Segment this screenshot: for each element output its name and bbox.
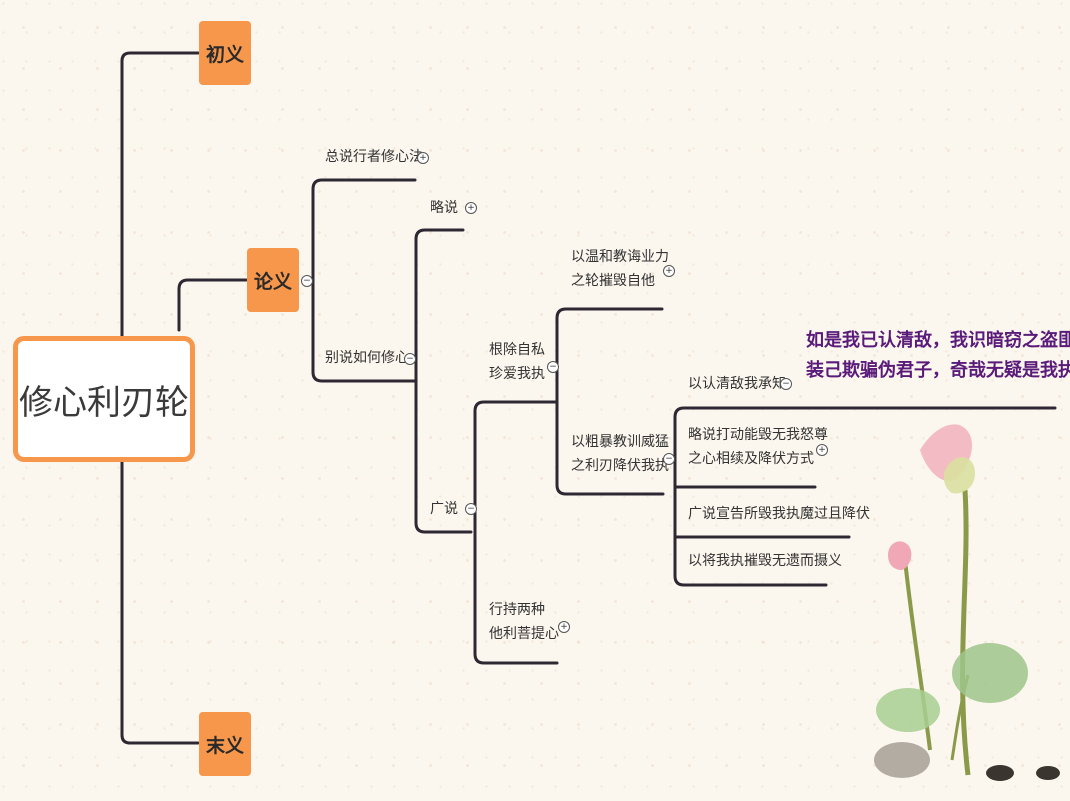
node-guangshuo-xuangao[interactable]: 广说宣告所毁我执魔过且降伏 bbox=[688, 502, 870, 526]
node-genchu-line1: 根除自私 bbox=[489, 342, 545, 358]
node-lueshuo-label: 略说 bbox=[430, 200, 458, 216]
quote-verse: 如是我已认清敌，我识暗窃之盗匪， 装己欺骗伪君子，奇哉无疑是我执。 bbox=[806, 326, 1070, 386]
branch-chuyi[interactable]: 初义 bbox=[199, 21, 251, 85]
node-xingchi-line1: 行持两种 bbox=[489, 602, 545, 618]
branch-chuyi-label: 初义 bbox=[205, 43, 244, 66]
collapse-icon[interactable]: − bbox=[547, 361, 559, 373]
node-yiwenhe-line1: 以温和教诲业力 bbox=[571, 249, 669, 265]
collapse-icon[interactable]: − bbox=[404, 353, 416, 365]
lotus-leaf-icon bbox=[876, 688, 940, 732]
collapse-icon[interactable]: − bbox=[663, 453, 675, 465]
expand-icon[interactable]: + bbox=[816, 444, 828, 456]
node-xingchi[interactable]: 行持两种 他利菩提心 bbox=[489, 598, 559, 646]
node-genchu-line2: 珍爱我执 bbox=[489, 366, 545, 382]
node-yijiang-label: 以将我执摧毁无遗而摄义 bbox=[688, 553, 842, 569]
branch-lunyi-label: 论义 bbox=[253, 270, 292, 293]
branch-moyi-label: 末义 bbox=[205, 734, 244, 757]
node-lueshuo[interactable]: 略说 bbox=[430, 196, 458, 220]
branch-lunyi[interactable]: 论义 bbox=[247, 248, 299, 312]
node-guangshuo-label: 广说 bbox=[430, 501, 458, 517]
node-xingchi-line2: 他利菩提心 bbox=[489, 626, 559, 642]
node-bieshuo-label: 别说如何修心 bbox=[325, 350, 409, 366]
lotus-seed-icon bbox=[1036, 766, 1060, 780]
branch-moyi[interactable]: 末义 bbox=[199, 712, 251, 776]
node-yiwenhe[interactable]: 以温和教诲业力 之轮摧毁自他 bbox=[571, 245, 669, 293]
lotus-seedpod-icon bbox=[874, 742, 930, 778]
node-yirenqing-label: 以认清敌我承知 bbox=[688, 376, 786, 392]
expand-icon[interactable]: + bbox=[465, 202, 477, 214]
root-label: 修心利刃轮 bbox=[19, 382, 189, 423]
quote-line2: 装己欺骗伪君子，奇哉无疑是我执。 bbox=[806, 360, 1070, 381]
node-yijiang[interactable]: 以将我执摧毁无遗而摄义 bbox=[688, 549, 842, 573]
expand-icon[interactable]: + bbox=[417, 152, 429, 164]
expand-icon[interactable]: + bbox=[558, 621, 570, 633]
node-zongshuo[interactable]: 总说行者修心法 bbox=[325, 145, 423, 169]
node-yicubao-line1: 以粗暴教训威猛 bbox=[571, 434, 669, 450]
node-yiwenhe-line2: 之轮摧毁自他 bbox=[571, 273, 655, 289]
node-genchu[interactable]: 根除自私 珍爱我执 bbox=[489, 338, 545, 386]
node-bieshuo[interactable]: 别说如何修心 bbox=[325, 346, 409, 370]
collapse-icon[interactable]: − bbox=[301, 275, 313, 287]
small-lotus-bud-icon bbox=[888, 541, 912, 570]
node-lueshuo-dadong-line2: 之心相续及降伏方式 bbox=[688, 451, 814, 467]
lotus-leaf-icon bbox=[952, 643, 1028, 703]
node-yicubao-line2: 之利刃降伏我执 bbox=[571, 458, 669, 474]
node-guangshuo[interactable]: 广说 bbox=[430, 497, 458, 521]
collapse-icon[interactable]: − bbox=[780, 378, 792, 390]
expand-icon[interactable]: + bbox=[663, 265, 675, 277]
node-zongshuo-label: 总说行者修心法 bbox=[325, 149, 423, 165]
lotus-seed-icon bbox=[986, 765, 1014, 781]
node-guangshuo-xuangao-label: 广说宣告所毁我执魔过且降伏 bbox=[688, 506, 870, 522]
node-yirenqing[interactable]: 以认清敌我承知 bbox=[688, 372, 786, 396]
node-lueshuo-dadong-line1: 略说打动能毁无我怒尊 bbox=[688, 427, 828, 443]
node-lueshuo-dadong[interactable]: 略说打动能毁无我怒尊 之心相续及降伏方式 bbox=[688, 423, 828, 471]
lotus-illustration bbox=[874, 424, 1060, 781]
node-yicubao[interactable]: 以粗暴教训威猛 之利刃降伏我执 bbox=[571, 430, 669, 478]
collapse-icon[interactable]: − bbox=[465, 503, 477, 515]
root-topic[interactable]: 修心利刃轮 bbox=[13, 336, 195, 462]
quote-line1: 如是我已认清敌，我识暗窃之盗匪， bbox=[806, 330, 1070, 351]
